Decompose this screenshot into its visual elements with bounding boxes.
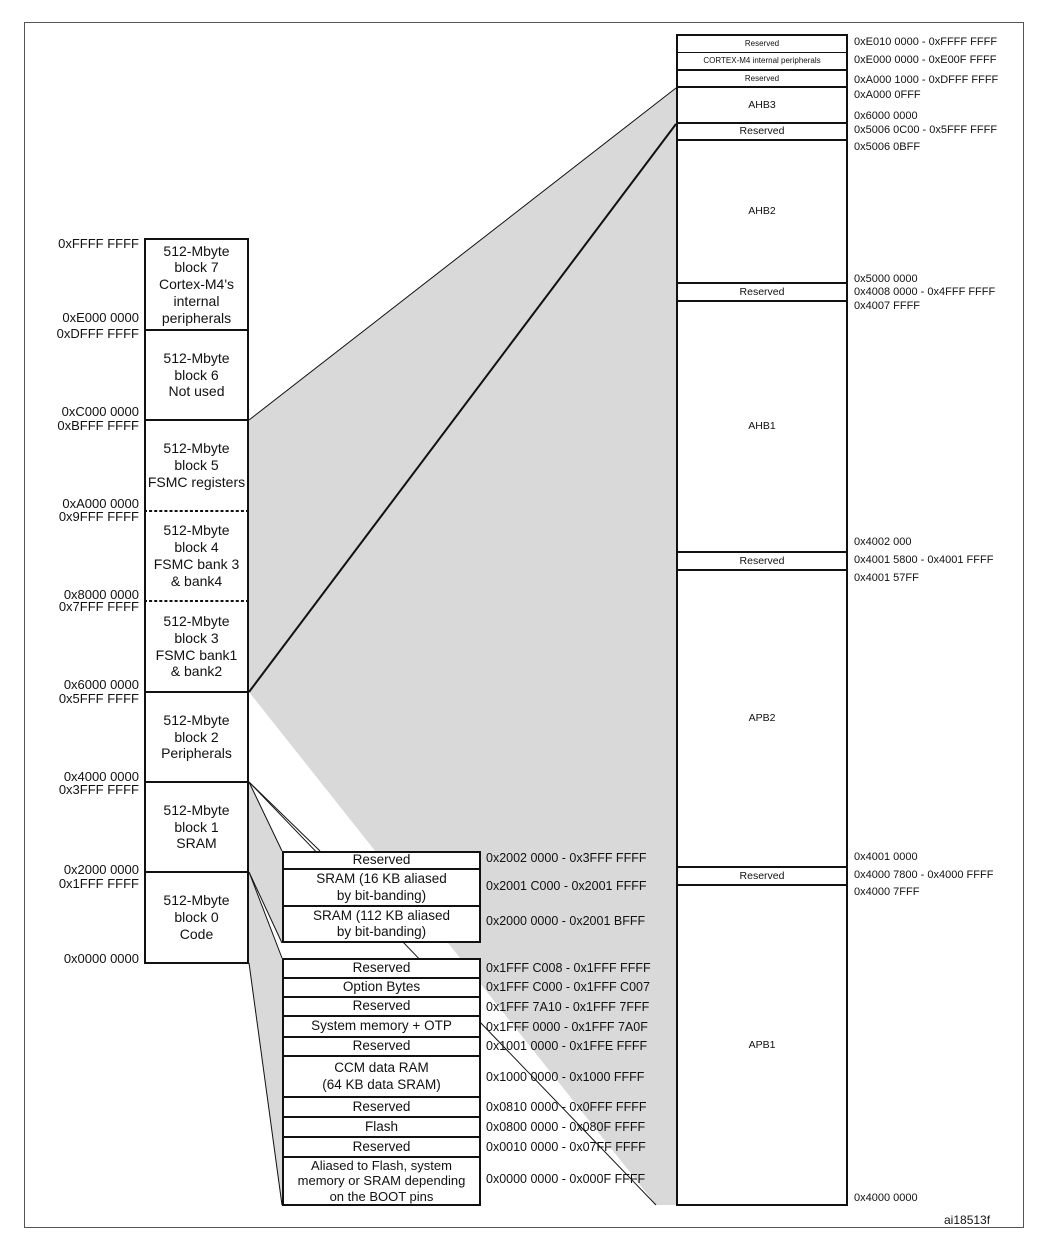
- code-region: Reserved: [282, 958, 481, 979]
- address-label: 0xE000 0000: [62, 310, 139, 325]
- address-range: 0x1FFF C000 - 0x1FFF C007: [486, 980, 650, 994]
- address-label: 0xE000 0000 - 0xE00F FFFF: [854, 54, 997, 66]
- address-label: 0x7FFF FFFF: [58, 599, 139, 614]
- address-label: 0xA000 0000: [62, 496, 139, 511]
- address-label: 0x5000 0000: [854, 273, 918, 285]
- peripheral-region: AHB2: [676, 141, 848, 284]
- connector-line: [248, 87, 677, 421]
- peripheral-region: APB1: [676, 886, 848, 1206]
- address-label: 0x4001 57FF: [854, 572, 919, 584]
- sram-expansion-shade: [249, 782, 282, 943]
- main-block-2: 512-Mbyte block 2 Peripherals: [144, 692, 249, 782]
- address-label: 0x5006 0C00 - 0x5FFF FFFF: [854, 124, 998, 136]
- address-label: 0x4000 7FFF: [854, 886, 920, 898]
- address-label: 0x1FFF FFFF: [58, 876, 139, 891]
- address-label: 0x2000 0000: [63, 862, 139, 877]
- main-block-6: 512-Mbyte block 6 Not used: [144, 330, 249, 420]
- connector-line: [248, 123, 677, 693]
- address-range: 0x0800 0000 - 0x080F FFFF: [486, 1120, 646, 1134]
- address-label: 0x4000 0000: [63, 769, 139, 784]
- address-label: 0x4008 0000 - 0x4FFF FFFF: [854, 286, 996, 298]
- sram-region: SRAM (16 KB aliased by bit-banding): [282, 868, 481, 907]
- address-range: 0x0000 0000 - 0x000F FFFF: [486, 1172, 646, 1186]
- address-range: 0x1FFF 0000 - 0x1FFF 7A0F: [486, 1020, 648, 1034]
- connector-line: [248, 781, 321, 852]
- connector-line: [248, 962, 283, 1206]
- address-label: 0x4001 0000: [854, 851, 918, 863]
- sram-region: SRAM (112 KB aliased by bit-banding): [282, 905, 481, 943]
- address-label: 0x8000 0000: [63, 587, 139, 602]
- address-range: 0x1000 0000 - 0x1000 FFFF: [486, 1070, 645, 1084]
- peripheral-region: Reserved: [676, 124, 848, 141]
- main-block-7: 512-Mbyte block 7 Cortex-M4's internal p…: [144, 238, 249, 330]
- peripheral-expansion-shade: [249, 88, 676, 1205]
- peripheral-region: AHB1: [676, 302, 848, 553]
- address-label: 0x9FFF FFFF: [58, 509, 139, 524]
- code-region: Reserved: [282, 1136, 481, 1158]
- address-range: 0x2002 0000 - 0x3FFF FFFF: [486, 851, 647, 865]
- figure-frame: [24, 22, 1024, 1228]
- address-label: 0x6000 0000: [63, 677, 139, 692]
- address-label: 0x4000 0000: [854, 1192, 918, 1204]
- code-region: Flash: [282, 1116, 481, 1138]
- address-label: 0xE010 0000 - 0xFFFF FFFF: [854, 36, 998, 48]
- address-range: 0x1FFF C008 - 0x1FFF FFFF: [486, 961, 651, 975]
- address-label: 0x4007 FFFF: [854, 300, 921, 312]
- address-label: 0x0000 0000: [63, 951, 139, 966]
- main-block-4: 512-Mbyte block 4 FSMC bank 3 & bank4: [144, 511, 249, 601]
- address-label: 0x3FFF FFFF: [58, 782, 139, 797]
- address-label: 0xC000 0000: [61, 404, 139, 419]
- main-block-0: 512-Mbyte block 0 Code: [144, 872, 249, 964]
- address-label: 0xBFFF FFFF: [57, 418, 139, 433]
- figure-id: ai18513f: [944, 1213, 991, 1227]
- address-range: 0x0010 0000 - 0x07FF FFFF: [486, 1140, 646, 1154]
- code-region: Reserved: [282, 1096, 481, 1118]
- address-label: 0x6000 0000: [854, 110, 918, 122]
- address-label: 0x4001 5800 - 0x4001 FFFF: [854, 554, 994, 566]
- peripheral-region: CORTEX-M4 internal peripherals: [676, 53, 848, 71]
- peripheral-region: Reserved: [676, 553, 848, 571]
- address-label: 0x5006 0BFF: [854, 141, 921, 153]
- address-range: 0x2001 C000 - 0x2001 FFFF: [486, 879, 647, 893]
- connector-line: [248, 781, 283, 852]
- address-label: 0xDFFF FFFF: [56, 326, 139, 341]
- address-label: 0xA000 1000 - 0xDFFF FFFF: [854, 74, 999, 86]
- main-block-1: 512-Mbyte block 1 SRAM: [144, 782, 249, 872]
- peripheral-region: Reserved: [676, 34, 848, 53]
- code-region: System memory + OTP: [282, 1015, 481, 1038]
- main-block-5: 512-Mbyte block 5 FSMC registers: [144, 420, 249, 511]
- connector-line: [248, 871, 283, 959]
- code-expansion-shade: [249, 872, 282, 1205]
- code-region: Option Bytes: [282, 977, 481, 998]
- peripheral-region: Reserved: [676, 71, 848, 88]
- address-range: 0x0810 0000 - 0x0FFF FFFF: [486, 1100, 647, 1114]
- address-label: 0x5FFF FFFF: [58, 691, 139, 706]
- peripheral-region: AHB3: [676, 88, 848, 124]
- address-label: 0xFFFF FFFF: [58, 236, 139, 251]
- peripheral-region: APB2: [676, 571, 848, 868]
- address-range: 0x1001 0000 - 0x1FFE FFFF: [486, 1039, 648, 1053]
- code-region: Reserved: [282, 996, 481, 1017]
- main-block-3: 512-Mbyte block 3 FSMC bank1 & bank2: [144, 601, 249, 692]
- connector-line: [248, 871, 283, 944]
- address-label: 0xA000 0FFF: [854, 89, 921, 101]
- address-label: 0x4000 7800 - 0x4000 FFFF: [854, 869, 994, 881]
- address-range: 0x2000 0000 - 0x2001 BFFF: [486, 914, 646, 928]
- code-region: Aliased to Flash, system memory or SRAM …: [282, 1156, 481, 1206]
- address-label: 0x4002 000: [854, 536, 912, 548]
- code-region: Reserved: [282, 1036, 481, 1057]
- code-region: CCM data RAM (64 KB data SRAM): [282, 1055, 481, 1098]
- peripheral-region: Reserved: [676, 868, 848, 886]
- peripheral-region: Reserved: [676, 284, 848, 302]
- address-range: 0x1FFF 7A10 - 0x1FFF 7FFF: [486, 1000, 650, 1014]
